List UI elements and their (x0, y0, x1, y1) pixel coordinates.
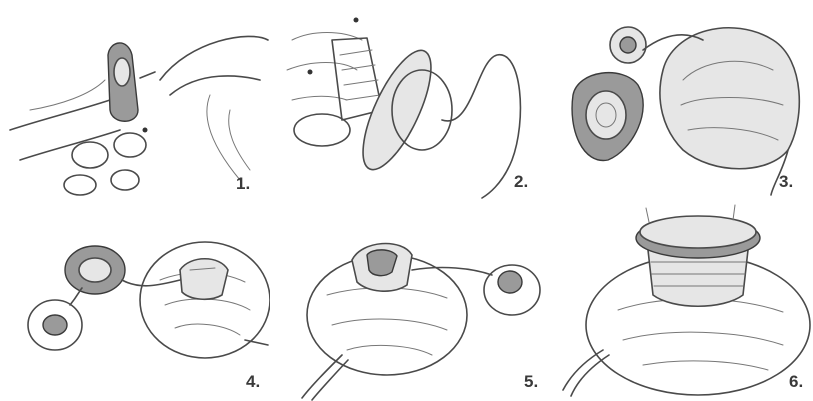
step-2-panel: 2. (272, 0, 542, 200)
step-1-label: 1. (236, 174, 250, 194)
step-5-label: 5. (524, 372, 538, 392)
step-1-illustration (0, 0, 270, 200)
step-6-panel: 6. (543, 200, 813, 401)
step-2-label: 2. (514, 172, 528, 192)
step-5-panel: 5. (272, 200, 542, 401)
step-1-panel: 1. (0, 0, 270, 200)
step-6-label: 6. (789, 372, 803, 392)
step-4-panel: 4. (0, 200, 270, 401)
step-3-panel: 3. (543, 0, 813, 200)
step-3-label: 3. (779, 172, 793, 192)
step-2-illustration (272, 0, 542, 200)
step-6-illustration (543, 200, 813, 401)
step-4-illustration (0, 200, 270, 401)
step-5-illustration (272, 200, 542, 401)
step-4-label: 4. (246, 372, 260, 392)
step-3-illustration (543, 0, 813, 200)
